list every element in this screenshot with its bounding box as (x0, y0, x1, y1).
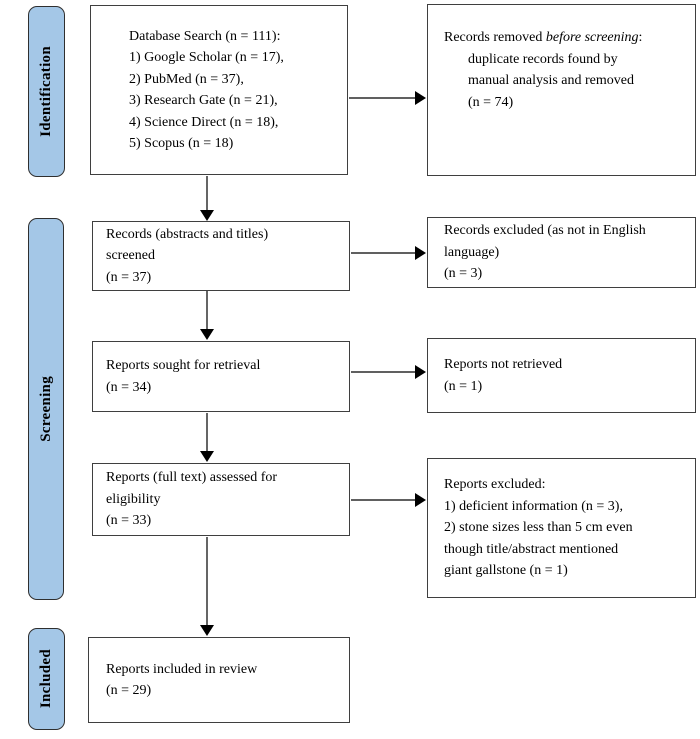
box-text-line: Records removed before screening: (444, 27, 685, 49)
box-text-line: Reports sought for retrieval (106, 358, 261, 373)
reports-assessed-box: Reports (full text) assessed for eligibi… (92, 463, 350, 536)
box-text-line: 2) PubMed (n = 37), (129, 71, 244, 87)
box-text-line: giant gallstone (n = 1) (444, 563, 568, 579)
box-text-line: Reports excluded: (444, 477, 546, 493)
box-text-line: 1) Google Scholar (n = 17), (129, 50, 284, 65)
box-text-segment-italic: before screening (545, 30, 639, 45)
box-text-line: 1) deficient information (n = 3), (444, 498, 623, 514)
stage-bar-identification: Identification (28, 6, 65, 177)
box-text-line: manual analysis and removed (468, 73, 635, 88)
stage-bar-screening: Screening (28, 218, 64, 600)
box-text-line: 3) Research Gate (n = 21), (129, 93, 278, 108)
stage-bar-included: Included (28, 628, 65, 730)
box-text-line: (n = 74) (468, 94, 514, 110)
reports-sought-box: Reports sought for retrieval (n = 34) (92, 341, 350, 412)
box-text-line: (n = 33) (106, 513, 152, 529)
box-text-line: 4) Science Direct (n = 18), (129, 114, 279, 130)
stage-label-identification: Identification (38, 46, 54, 137)
reports-included-box: Reports included in review (n = 29) (88, 637, 350, 723)
arrow-assessed-to-included (200, 537, 214, 636)
arrow-sought-to-assessed (200, 413, 214, 462)
box-text-line: eligibility (106, 491, 161, 507)
arrow-screened-to-excluded (351, 246, 426, 260)
box-text-line: 5) Scopus (n = 18) (129, 136, 234, 151)
box-text-segment: : (638, 30, 643, 45)
reports-excluded-box: Reports excluded: 1) deficient informati… (427, 458, 696, 598)
database-search-box: Database Search (n = 111): 1) Google Sch… (90, 5, 348, 175)
indented-text-block: duplicate records found by manual analys… (468, 49, 685, 114)
arrow-database-to-removed (349, 91, 426, 105)
box-text-segment: Records removed (444, 30, 546, 45)
arrow-screened-to-sought (200, 291, 214, 340)
box-text-line: screened (106, 248, 155, 264)
records-removed-box: Records removed before screening: duplic… (427, 4, 696, 176)
box-text-line: Reports included in review (106, 661, 258, 677)
box-text-line: duplicate records found by (468, 51, 618, 67)
box-text-line: Records excluded (as not in English (444, 223, 646, 239)
box-text-line: Records (abstracts and titles) (106, 226, 269, 242)
box-text-line: (n = 34) (106, 379, 152, 395)
box-text-line: (n = 37) (106, 269, 152, 285)
box-text-line: Database Search (n = 111): (129, 28, 281, 44)
arrow-database-to-screened (200, 176, 214, 221)
reports-not-retrieved-box: Reports not retrieved (n = 1) (427, 338, 696, 413)
box-text-line: (n = 3) (444, 266, 483, 282)
arrow-sought-to-not-retrieved (351, 365, 426, 379)
box-text-line: (n = 29) (106, 683, 152, 698)
box-text-line: language) (444, 244, 500, 260)
box-text-line: though title/abstract mentioned (444, 541, 619, 557)
box-text-line: Reports (full text) assessed for (106, 470, 278, 486)
stage-label-included: Included (38, 649, 54, 709)
box-text-line: 2) stone sizes less than 5 cm even (444, 520, 633, 536)
box-text-line: Reports not retrieved (444, 357, 563, 372)
records-excluded-box: Records excluded (as not in English lang… (427, 217, 696, 288)
records-screened-box: Records (abstracts and titles) screened … (92, 221, 350, 291)
box-text-line: (n = 1) (444, 378, 483, 394)
stage-label-screening: Screening (37, 376, 54, 442)
arrow-assessed-to-excluded (351, 493, 426, 507)
